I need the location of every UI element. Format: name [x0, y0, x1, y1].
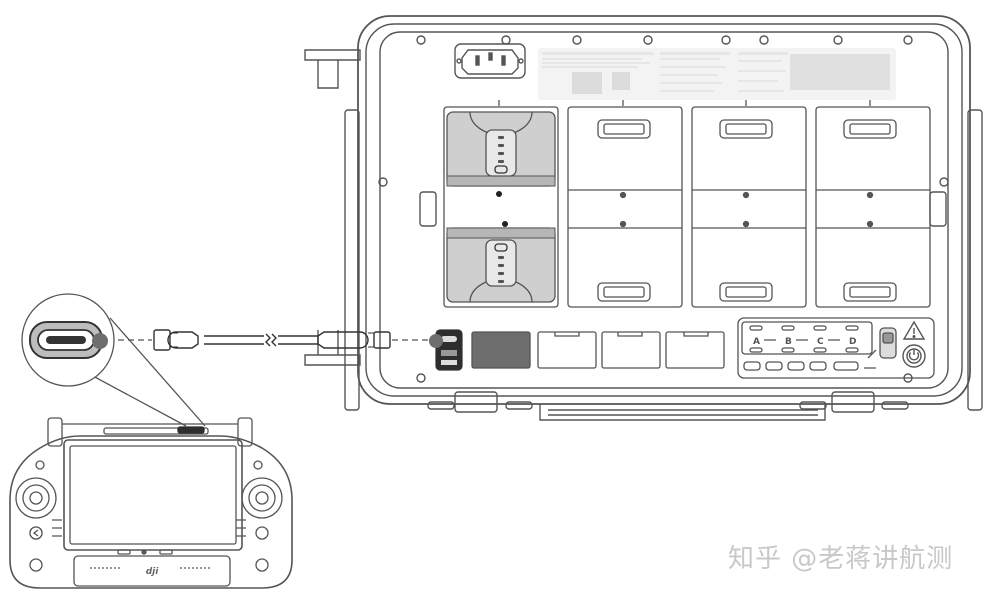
bottom-buttons [743, 361, 859, 371]
power-icon[interactable] [902, 344, 926, 368]
slot-column-3 [815, 106, 931, 308]
screws [378, 35, 949, 383]
remote-controller [9, 417, 293, 589]
port-label-b: B [785, 337, 792, 347]
ac-inlet-icon [454, 43, 526, 79]
charger-panel [737, 317, 935, 379]
accessory-compartments [471, 331, 725, 369]
info-label [538, 48, 896, 100]
port-label-c: C [817, 337, 824, 347]
battery-bay [443, 106, 559, 308]
battery-lower [446, 221, 556, 303]
back-arrow-icon [29, 526, 43, 540]
usb-c-port-icon [29, 321, 108, 359]
watermark: 知乎 @老蒋讲航测 [728, 544, 954, 574]
case-usb-c-port[interactable] [429, 329, 463, 371]
zoom-callout [21, 293, 206, 427]
port-label-d: D [849, 337, 856, 347]
slot-column-2 [691, 106, 807, 308]
brand-logo: dji [146, 567, 160, 577]
battery-level-leds [498, 136, 504, 163]
usb-c-cable-icon [153, 329, 391, 351]
charging-case [304, 15, 983, 421]
battery-level-leds [498, 256, 504, 283]
port-indicators [749, 325, 859, 353]
bottom-feet [427, 401, 909, 410]
warning-icon [902, 320, 926, 340]
slot-column-1 [567, 106, 683, 308]
empty-battery-slots [498, 100, 931, 308]
port-label-a: A [753, 337, 760, 347]
battery-upper [446, 111, 556, 197]
